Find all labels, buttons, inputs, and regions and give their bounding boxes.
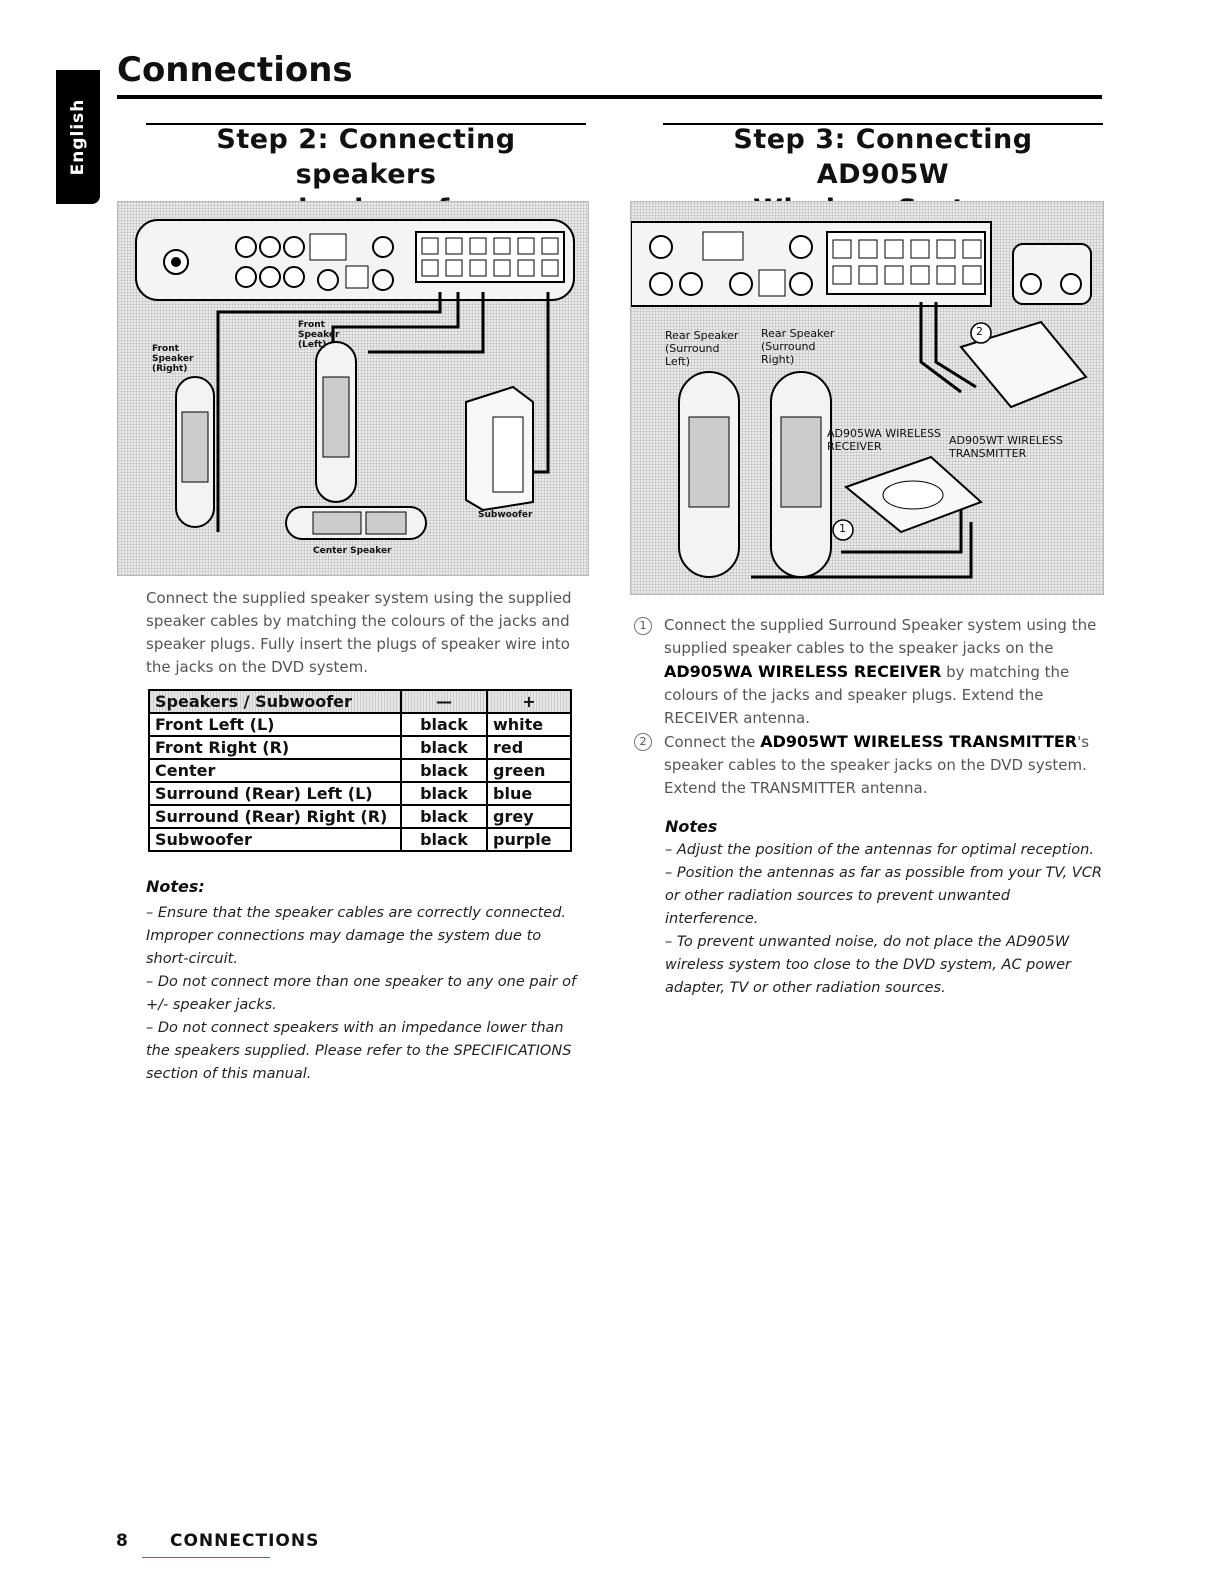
label-rear-right: Rear Speaker (Surround Right)	[761, 327, 851, 366]
step2-notes-heading: Notes:	[146, 877, 205, 896]
callout-2-label: 2	[976, 325, 983, 338]
step3-title-line1: Step 3: Connecting AD905W	[733, 124, 1032, 190]
step-number: 2	[634, 733, 652, 751]
table-cell: black	[401, 805, 487, 828]
table-cell: purple	[487, 828, 571, 851]
table-cell: black	[401, 713, 487, 736]
step-text-pre: Connect the supplied Surround Speaker sy…	[664, 616, 1096, 657]
table-cell: Subwoofer	[149, 828, 401, 851]
table-row: Subwoofer black purple	[149, 828, 571, 851]
label-subwoofer: Subwoofer	[478, 510, 532, 520]
step2-notes-list: – Ensure that the speaker cables are cor…	[146, 902, 586, 1086]
step-text-bold: AD905WT WIRELESS TRANSMITTER	[760, 732, 1077, 751]
table-cell: Front Left (L)	[149, 713, 401, 736]
speaker-color-table: Speakers / Subwoofer — + Front Left (L) …	[148, 689, 572, 852]
label-transmitter: AD905WT WIRELESS TRANSMITTER	[949, 434, 1079, 460]
table-cell: blue	[487, 782, 571, 805]
table-row: Front Right (R) black red	[149, 736, 571, 759]
language-tab-label: English	[68, 99, 88, 176]
table-header: Speakers / Subwoofer	[149, 690, 401, 713]
table-cell: black	[401, 828, 487, 851]
step-text-bold: AD905WA WIRELESS RECEIVER	[664, 662, 941, 681]
step3-notes-list: – Adjust the position of the antennas fo…	[665, 839, 1102, 1000]
footer-rule	[142, 1557, 270, 1558]
step2-diagram: Front Speaker (Right) Front Speaker (Lef…	[117, 201, 589, 576]
step3-diagram-drawing	[631, 202, 1103, 594]
table-cell: grey	[487, 805, 571, 828]
page-title: Connections	[117, 50, 353, 90]
label-rear-left: Rear Speaker (Surround Left)	[665, 329, 745, 368]
list-item: – Ensure that the speaker cables are cor…	[146, 902, 586, 971]
list-item: – Do not connect speakers with an impeda…	[146, 1017, 586, 1086]
step3-steps-list: 1 Connect the supplied Surround Speaker …	[634, 614, 1102, 800]
step3-diagram: Rear Speaker (Surround Left) Rear Speake…	[630, 201, 1104, 595]
list-item: – Do not connect more than one speaker t…	[146, 971, 586, 1017]
language-tab: English	[56, 70, 100, 204]
table-cell: green	[487, 759, 571, 782]
label-front-right: Front Speaker (Right)	[152, 344, 212, 374]
table-header: —	[401, 690, 487, 713]
table-row: Surround (Rear) Right (R) black grey	[149, 805, 571, 828]
table-row: Center black green	[149, 759, 571, 782]
list-item: – Adjust the position of the antennas fo…	[665, 839, 1102, 862]
table-header: +	[487, 690, 571, 713]
list-item: 1 Connect the supplied Surround Speaker …	[634, 614, 1102, 730]
list-item: – To prevent unwanted noise, do not plac…	[665, 931, 1102, 1000]
table-cell: Center	[149, 759, 401, 782]
step2-paragraph: Connect the supplied speaker system usin…	[146, 587, 586, 679]
label-receiver: AD905WA WIRELESS RECEIVER	[827, 427, 947, 453]
list-item: 2 Connect the AD905WT WIRELESS TRANSMITT…	[634, 730, 1102, 800]
list-item: – Position the antennas as far as possib…	[665, 862, 1102, 931]
title-rule	[117, 95, 1102, 99]
table-row: Front Left (L) black white	[149, 713, 571, 736]
label-front-left: Front Speaker (Left)	[298, 320, 358, 350]
table-header-row: Speakers / Subwoofer — +	[149, 690, 571, 713]
table-cell: red	[487, 736, 571, 759]
step3-notes-heading: Notes	[665, 817, 717, 836]
table-cell: Front Right (R)	[149, 736, 401, 759]
label-center: Center Speaker	[313, 546, 391, 556]
table-cell: black	[401, 759, 487, 782]
footer-section-title: CONNECTIONS	[170, 1531, 319, 1551]
table-cell: white	[487, 713, 571, 736]
step-text-pre: Connect the	[664, 733, 760, 751]
table-cell: Surround (Rear) Left (L)	[149, 782, 401, 805]
page-number: 8	[116, 1531, 128, 1551]
table-cell: black	[401, 782, 487, 805]
callout-1-label: 1	[839, 522, 846, 535]
table-cell: Surround (Rear) Right (R)	[149, 805, 401, 828]
table-row: Surround (Rear) Left (L) black blue	[149, 782, 571, 805]
step2-title-line1: Step 2: Connecting speakers	[216, 124, 515, 190]
table-cell: black	[401, 736, 487, 759]
step-number: 1	[634, 617, 652, 635]
